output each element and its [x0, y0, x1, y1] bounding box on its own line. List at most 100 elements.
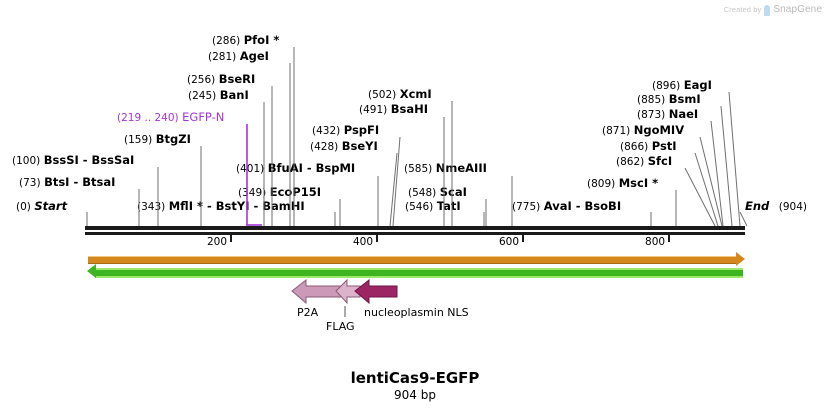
feature-label-EGFP-N[interactable]: (219 .. 240) EGFP-N [117, 111, 224, 124]
site-label-BtgZI[interactable]: (159) BtgZI [124, 133, 191, 146]
site-position: (491) [359, 104, 388, 116]
site-label-EagI[interactable]: (896) EagI [652, 79, 712, 92]
site-name: BanI [219, 88, 249, 102]
leader-PspFI [392, 136, 401, 227]
ruler-label-600: 600 [499, 236, 520, 248]
site-label-BsaHI[interactable]: (491) BsaHI [359, 103, 428, 116]
site-label-TatI[interactable]: (546) TatI [405, 200, 461, 213]
site-position: (502) [368, 89, 397, 101]
site-position: (256) [187, 74, 216, 86]
enzyme-label-stack: (286) PfoI * (281) AgeI (256) BseRI (245… [12, 34, 807, 213]
feature-label-nls[interactable]: nucleoplasmin NLS [364, 306, 469, 319]
site-name: EcoP15I [269, 185, 322, 199]
leader-BseYI [389, 152, 398, 227]
site-label-EcoP15I[interactable]: (349) EcoP15I [238, 186, 321, 199]
site-position: (775) [512, 201, 541, 213]
site-position: (245) [188, 90, 217, 102]
site-position: (428) [310, 141, 339, 153]
terminus-name: Start [34, 199, 68, 213]
site-name: BsmI [668, 92, 701, 106]
feature-arrow-nls[interactable] [354, 278, 398, 305]
site-label-NgoMIV[interactable]: (871) NgoMIV [602, 124, 684, 137]
site-position: (862) [616, 156, 645, 168]
leader-PstI [694, 152, 719, 227]
site-label-XcmI[interactable]: (502) XcmI [368, 88, 432, 101]
site-position: (896) [652, 80, 681, 92]
snapgene-logo-icon [764, 5, 771, 16]
site-name: MscI * [618, 176, 659, 190]
site-name: BsaHI [390, 102, 429, 116]
leader-NaeI [710, 120, 724, 227]
leader-EGFP-N [246, 124, 262, 226]
terminus-name: End [745, 199, 770, 213]
site-label-AvaI-BsoBI[interactable]: (775) AvaI - BsoBI [512, 200, 621, 213]
site-name: SfcI [647, 154, 673, 168]
leader-lines [86, 47, 748, 227]
site-label-PfoI[interactable]: (286) PfoI * [212, 34, 279, 47]
green-track-bar[interactable] [95, 268, 743, 278]
site-position: (873) [637, 109, 666, 121]
site-position: (401) [236, 163, 265, 175]
site-name: TatI [436, 199, 461, 213]
site-name: NmeAIII [435, 161, 487, 175]
site-position: (432) [312, 125, 341, 137]
leader-SfcI [684, 167, 716, 227]
feature-label-p2a[interactable]: P2A [297, 306, 319, 319]
site-position: (281) [208, 51, 237, 63]
site-label-PstI[interactable]: (866) PstI [620, 140, 677, 153]
plasmid-title: lentiCas9-EGFP [350, 369, 480, 387]
site-name: BseYI [341, 139, 378, 153]
feature-arrow-p2a[interactable] [291, 278, 342, 305]
site-name: BssSI - BssSaI [43, 153, 135, 167]
site-position: (159) [124, 134, 153, 146]
site-label-BssSI[interactable]: (100) BssSI - BssSaI [12, 154, 134, 167]
site-name: BtsI - BtsaI [44, 175, 116, 189]
site-name: AvaI - BsoBI [543, 199, 622, 213]
site-label-AgeI[interactable]: (281) AgeI [208, 50, 269, 63]
site-label-NmeAIII[interactable]: (585) NmeAIII [404, 162, 487, 175]
site-label-BtsI[interactable]: (73) BtsI - BtsaI [19, 176, 115, 189]
site-label-SfcI[interactable]: (862) SfcI [616, 155, 672, 168]
feature-label-flag[interactable]: FLAG [326, 320, 355, 333]
green-track-arrowhead [87, 264, 96, 278]
site-name: NgoMIV [633, 123, 685, 137]
site-label-PspFI[interactable]: (432) PspFI [312, 124, 379, 137]
orange-track-bar[interactable] [88, 256, 736, 264]
site-position: (349) [238, 187, 267, 199]
site-name: ScaI [439, 185, 467, 199]
feature-name: EGFP-N [182, 110, 225, 124]
site-name: EagI [683, 78, 712, 92]
site-label-BseYI[interactable]: (428) BseYI [310, 140, 378, 153]
leader-End [739, 211, 748, 227]
site-label-BseRI[interactable]: (256) BseRI [187, 73, 255, 86]
site-label-BsmI[interactable]: (885) BsmI [637, 93, 701, 106]
site-position: (73) [19, 177, 41, 189]
site-position: (286) [212, 35, 241, 47]
site-label-End[interactable]: End (904) [745, 200, 807, 213]
site-label-MscI[interactable]: (809) MscI * [587, 177, 658, 190]
site-label-ScaI[interactable]: (548) ScaI [408, 186, 467, 199]
snapgene-watermark: Created by SnapGene [724, 4, 822, 16]
site-label-BanI[interactable]: (245) BanI [188, 89, 249, 102]
sequence-backbone-upper [85, 226, 745, 230]
site-name: PspFI [343, 123, 380, 137]
watermark-brand: SnapGene [773, 4, 822, 15]
site-position: (548) [408, 187, 437, 199]
site-position: (904) [778, 201, 808, 213]
site-name: PstI [651, 139, 677, 153]
site-position: (809) [587, 178, 616, 190]
leader-NgoMIV [699, 136, 723, 227]
ruler-tick-400 [376, 235, 379, 242]
ruler-label-800: 800 [645, 236, 666, 248]
site-name: AgeI [239, 49, 269, 63]
ruler-tick-800 [668, 235, 671, 242]
leader-BsmI [720, 105, 733, 227]
site-position: (0) [16, 201, 31, 213]
feature-range: (219 .. 240) [117, 112, 179, 124]
site-label-NaeI[interactable]: (873) NaeI [637, 108, 698, 121]
site-label-Start[interactable]: (0) Start [16, 200, 67, 213]
site-name: XcmI [399, 87, 432, 101]
site-name: BtgZI [155, 132, 191, 146]
site-position: (885) [637, 94, 666, 106]
